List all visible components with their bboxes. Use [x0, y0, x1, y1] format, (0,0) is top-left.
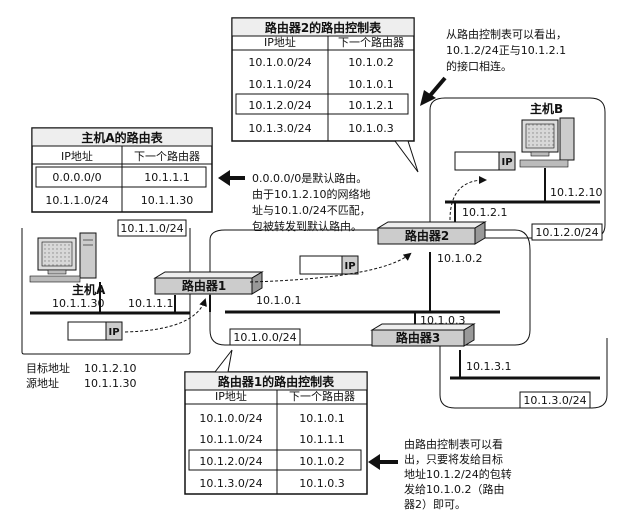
host-a-row-0-next: 10.1.1.1	[144, 171, 189, 184]
note-bottom-right-line-3: 发给10.1.0.2（路由	[404, 482, 504, 496]
host-b-computer-icon	[519, 117, 575, 168]
r1-row-1-ip: 10.1.1.0/24	[199, 433, 262, 446]
note-arrow-middle	[218, 170, 245, 186]
packet-host-b-ip-label: IP	[501, 157, 512, 168]
addr-r1-lan: 10.1.1.1	[128, 297, 173, 310]
net-label-1-1: 10.1.1.0/24	[120, 222, 183, 235]
flow-arrow-r2-to-b	[449, 176, 487, 221]
note-bottom-right-line-4: 器2）即可。	[404, 498, 466, 511]
packet-host-a-ip-label: IP	[108, 327, 119, 338]
packet-src-label: 源地址	[26, 376, 59, 390]
r1-row-0-ip: 10.1.0.0/24	[199, 412, 262, 425]
router-2-device	[376, 221, 487, 245]
router-3-device	[370, 323, 476, 347]
r1-row-3-next: 10.1.0.3	[299, 477, 344, 490]
r1-table-head-ip: IP地址	[215, 389, 247, 403]
flow-arrow-r1-to-r2	[249, 252, 412, 283]
addr-r3-core: 10.1.0.3	[420, 314, 465, 327]
r2-row-3-ip: 10.1.3.0/24	[248, 122, 311, 135]
packet-host-a	[67, 321, 123, 341]
addr-r2-core: 10.1.0.2	[437, 252, 482, 265]
note-middle-line-2: 址与10.1.0/24不匹配，	[252, 203, 371, 217]
host-a-row-1-ip: 10.1.1.0/24	[45, 194, 108, 207]
router-1-label: 路由器1	[182, 278, 226, 293]
router-1-routing-table	[184, 349, 368, 495]
host-a-routing-table	[31, 127, 213, 213]
net-label-1-2: 10.1.2.0/24	[535, 226, 598, 239]
host-a-table-head-next: 下一个路由器	[134, 149, 200, 163]
host-a-label: 主机A	[72, 282, 106, 297]
packet-dst-value: 10.1.2.10	[84, 362, 136, 375]
note-top-right-line-0: 从路由控制表可以看出，	[446, 27, 567, 41]
note-middle-line-0: 0.0.0.0/0是默认路由。	[252, 171, 367, 185]
r2-table-head-next: 下一个路由器	[338, 35, 404, 49]
host-a-row-1-next: 10.1.1.30	[141, 194, 193, 207]
r1-row-2-ip: 10.1.2.0/24	[199, 455, 262, 468]
router-3-label: 路由器3	[396, 330, 440, 345]
r1-row-1-next: 10.1.1.1	[299, 433, 344, 446]
addr-host-b: 10.1.2.10	[550, 186, 602, 199]
host-a-table-title: 主机A的路由表	[81, 130, 163, 145]
host-a-table-head-ip: IP地址	[61, 149, 93, 163]
note-bottom-right-line-0: 由路由控制表可以看	[404, 437, 503, 451]
host-a-row-0-ip: 0.0.0.0/0	[52, 171, 101, 184]
r2-table-title: 路由器2的路由控制表	[265, 20, 382, 35]
router-2-label: 路由器2	[405, 228, 449, 243]
note-top-right-line-2: 的接口相连。	[446, 59, 512, 73]
router-2-routing-table	[231, 17, 419, 173]
net-box-1-0	[229, 328, 301, 346]
note-top-right-line-1: 10.1.2/24正与10.1.2.1	[446, 44, 566, 57]
r1-row-0-next: 10.1.0.1	[299, 412, 344, 425]
network-1-0-boundary	[209, 229, 531, 346]
addr-r2-lan: 10.1.2.1	[462, 206, 507, 219]
router-1-device	[153, 271, 264, 295]
flow-arrow-a-to-r1	[124, 298, 207, 333]
r2-row-3-next: 10.1.0.3	[348, 122, 393, 135]
r1-row-3-ip: 10.1.3.0/24	[199, 477, 262, 490]
host-b-label: 主机B	[530, 101, 563, 116]
r2-row-1-ip: 10.1.1.0/24	[248, 78, 311, 91]
net-box-1-1	[117, 219, 187, 237]
r1-row-2-next: 10.1.0.2	[299, 455, 344, 468]
r2-row-0-ip: 10.1.0.0/24	[248, 56, 311, 69]
network-1-1-boundary	[21, 228, 191, 355]
note-middle-line-3: 包被转发到默认路由。	[252, 219, 362, 233]
note-arrow-bottom-right	[368, 454, 398, 470]
r1-table-head-next: 下一个路由器	[289, 389, 355, 403]
r2-row-2-next: 10.1.2.1	[348, 99, 393, 112]
net-box-1-2	[531, 223, 603, 241]
addr-r3-lan: 10.1.3.1	[466, 360, 511, 373]
net-label-1-3: 10.1.3.0/24	[523, 394, 586, 407]
r2-table-head-ip: IP地址	[264, 35, 296, 49]
r2-row-0-next: 10.1.0.2	[348, 56, 393, 69]
r2-row-1-next: 10.1.0.1	[348, 78, 393, 91]
packet-core	[299, 255, 359, 275]
packet-src-value: 10.1.1.30	[84, 377, 136, 390]
addr-r1-core: 10.1.0.1	[256, 294, 301, 307]
note-bottom-right-line-1: 出，只要将发给目标	[404, 452, 503, 466]
net-box-1-3	[519, 391, 591, 409]
host-a-computer-icon	[29, 232, 97, 283]
addr-host-a: 10.1.1.30	[52, 297, 104, 310]
r2-row-2-ip: 10.1.2.0/24	[248, 99, 311, 112]
r1-table-title: 路由器1的路由控制表	[218, 374, 335, 389]
note-bottom-right-line-2: 地址10.1.2/24的包转	[404, 467, 512, 481]
packet-host-b	[454, 151, 516, 171]
net-label-1-0: 10.1.0.0/24	[233, 331, 296, 344]
packet-core-ip-label: IP	[344, 261, 355, 272]
packet-dst-label: 目标地址	[26, 361, 70, 375]
note-arrow-top-right	[420, 76, 447, 106]
note-middle-line-1: 由于10.1.2.10的网络地	[252, 187, 370, 201]
